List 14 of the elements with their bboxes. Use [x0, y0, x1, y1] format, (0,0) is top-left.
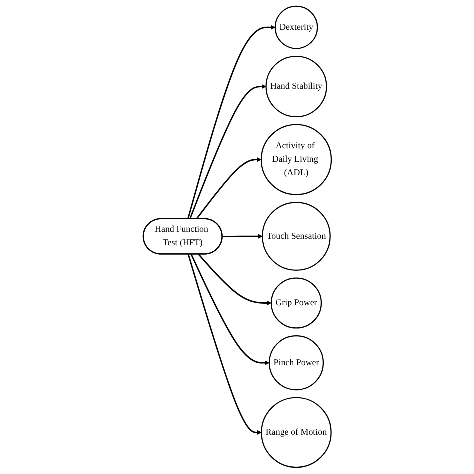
node-circle: Grip Power — [270, 278, 322, 329]
arrow — [198, 254, 272, 306]
node-circle: Pinch Power — [268, 336, 324, 391]
node-circle: Activity of Daily Living (ADL) — [260, 124, 332, 196]
node-circle: Range of Motion — [260, 397, 332, 468]
arrow — [188, 84, 266, 220]
arrow — [190, 254, 270, 366]
node-circle: Touch Sensation — [262, 202, 330, 271]
arrow — [186, 25, 276, 220]
arrow — [222, 234, 262, 240]
node-circle: Dexterity — [274, 6, 318, 50]
node-circle: Hand Stability — [265, 56, 327, 118]
arrow — [196, 157, 262, 220]
arrow — [187, 254, 262, 436]
